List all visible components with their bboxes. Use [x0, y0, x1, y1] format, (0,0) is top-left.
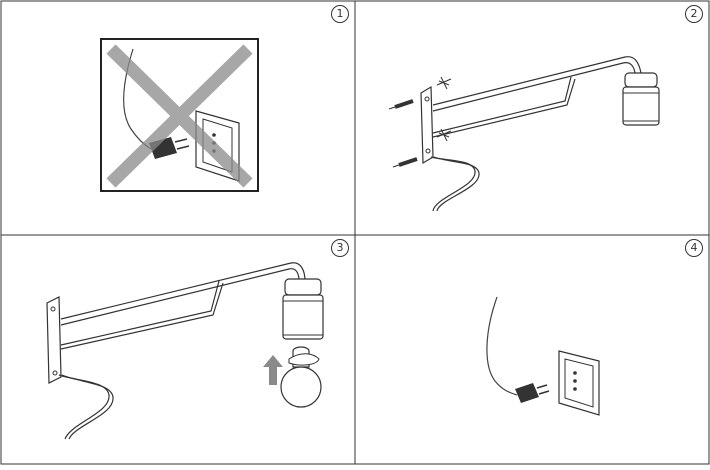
wall-anchor-icon: [392, 157, 418, 168]
cable: [486, 296, 518, 396]
step-panel-4: 4: [355, 235, 709, 464]
step-2-illustration: [388, 56, 660, 212]
step-panel-1: 1: [1, 1, 355, 235]
wall-anchor-icon: [388, 99, 414, 110]
cable-inner: [433, 156, 480, 212]
arrow-up-icon: [263, 355, 283, 385]
lamp-arm-top: [432, 56, 642, 106]
step-3-illustration: [46, 262, 324, 440]
lamp-arm-brace: [432, 76, 572, 134]
lamp-arm-top-inner: [60, 268, 300, 326]
step-number-4: 4: [685, 239, 703, 257]
step-number-3: 3: [331, 239, 349, 257]
lamp-arm-top: [60, 262, 306, 320]
plug-icon: [515, 383, 550, 403]
wall-socket-icon: [558, 350, 600, 416]
lamp-arm-brace-inner: [432, 78, 576, 138]
cable: [58, 374, 110, 440]
step-4-illustration: [486, 296, 600, 416]
wall-plate: [420, 85, 434, 165]
step-1-illustration: [100, 38, 259, 192]
step-panel-2: 2: [355, 1, 709, 235]
step-number-2: 2: [685, 5, 703, 23]
lamp-arm-top-inner: [432, 62, 636, 112]
warning-frame: [100, 38, 259, 192]
lamp-holder-icon: [282, 278, 324, 340]
step-panel-3: 3: [1, 235, 355, 464]
no-plug-cross-icon: [106, 44, 253, 188]
step-number-1: 1: [331, 5, 349, 23]
wall-plate: [46, 296, 62, 384]
cable-inner: [61, 374, 114, 440]
bulb-icon: [280, 346, 322, 408]
lamp-arm-brace-inner: [60, 282, 224, 350]
lamp-arm-brace: [60, 280, 220, 346]
cable: [430, 156, 476, 212]
screw-icon: [436, 128, 452, 142]
screw-icon: [436, 76, 452, 90]
lamp-holder-icon: [622, 72, 660, 126]
